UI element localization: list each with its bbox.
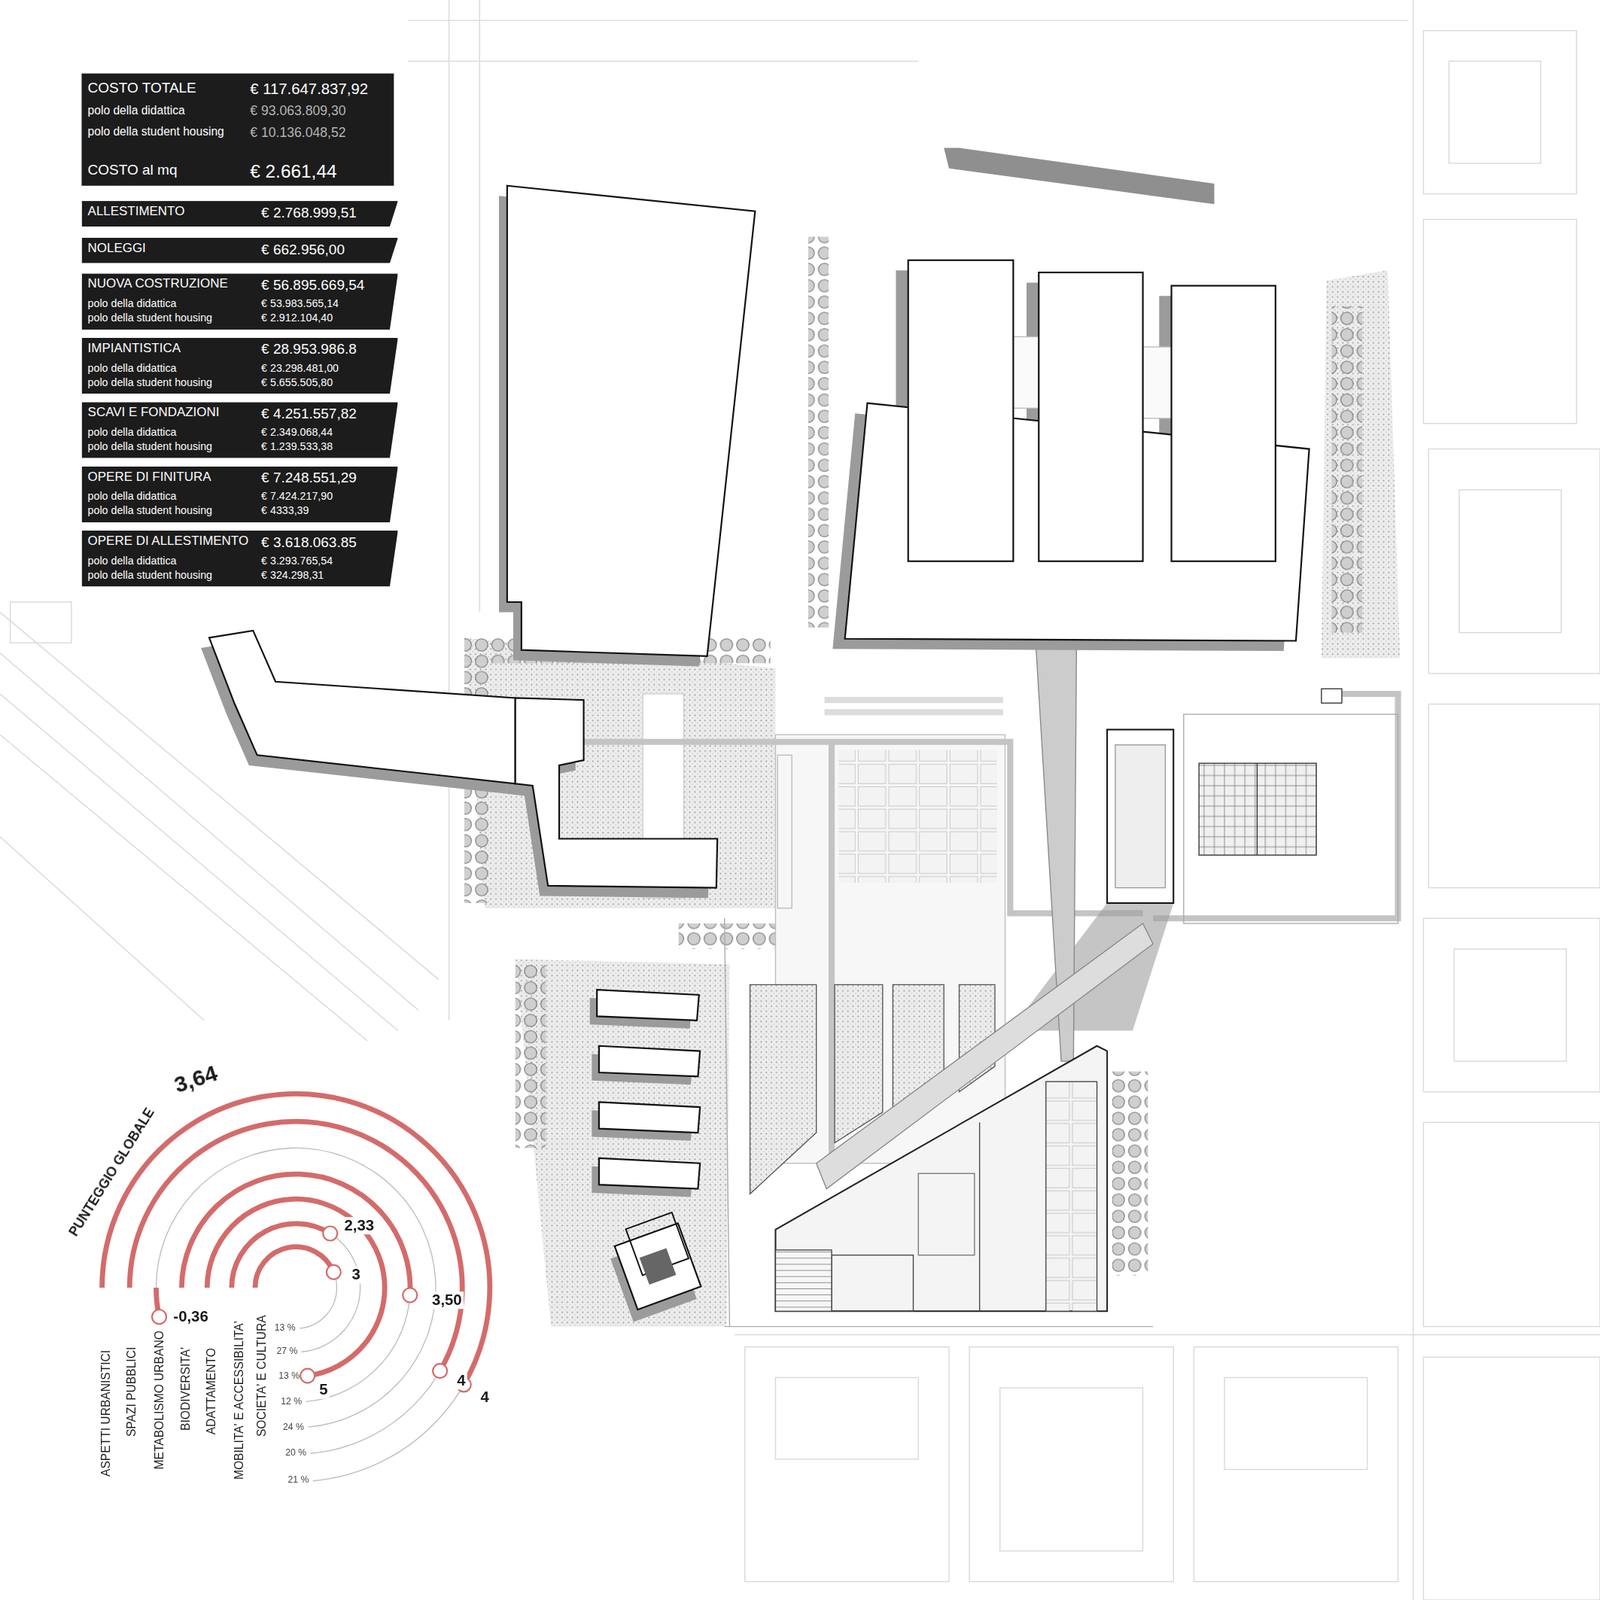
cost-box: NUOVA COSTRUZIONE € 56.895.669,54 polo del… xyxy=(81,273,398,330)
weight-label: 21 % xyxy=(287,1475,309,1486)
weight-label: 12 % xyxy=(280,1396,302,1407)
cost-value: € 28.953.986.8 xyxy=(261,340,357,358)
cost-label: polo della didattica xyxy=(88,361,177,374)
cost-label: IMPIANTISTICA xyxy=(88,340,181,356)
central-plaza xyxy=(584,642,1399,1163)
cost-label: polo della student housing xyxy=(88,568,213,581)
cost-box: COSTO TOTALE € 117.647.837,92 polo della d… xyxy=(81,73,394,186)
cost-label: OPERE DI ALLESTIMENTO xyxy=(88,533,249,548)
weight-label: 27 % xyxy=(276,1347,298,1357)
score-value: 4 xyxy=(478,1388,492,1406)
cost-label: polo della student housing xyxy=(88,375,213,388)
cost-value: € 4.251.557,82 xyxy=(261,404,357,422)
score-value: 2,33 xyxy=(342,1216,377,1234)
category-label: METABOLISMO URBANO xyxy=(152,1330,166,1470)
cost-value: € 2.768.999,51 xyxy=(261,203,357,221)
cost-box: OPERE DI ALLESTIMENTO € 3.618.063.85 polo … xyxy=(81,530,398,588)
cost-label: SCAVI E FONDAZIONI xyxy=(88,404,220,420)
cost-value: € 7.248.551,29 xyxy=(261,469,357,487)
cost-label: NUOVA COSTRUZIONE xyxy=(88,276,229,291)
cost-value: € 2.661,44 xyxy=(249,161,337,183)
weight-label: 20 % xyxy=(285,1448,307,1459)
cost-value: € 10.136.048,52 xyxy=(249,125,346,141)
cost-value: € 4333,39 xyxy=(261,504,309,517)
cost-label: COSTO TOTALE xyxy=(88,79,197,97)
scale-arcs xyxy=(102,1094,490,1482)
score-value: 3,50 xyxy=(429,1291,464,1308)
category-label: MOBILITA' E ACCESSIBILITA' xyxy=(232,1320,246,1480)
cost-value: € 2.912.104,40 xyxy=(261,311,333,324)
cost-label: polo della didattica xyxy=(88,553,177,566)
cost-value: € 53.983.565,14 xyxy=(261,297,339,310)
cost-value: € 56.895.669,54 xyxy=(261,276,365,293)
cost-box: SCAVI E FONDAZIONI € 4.251.557,82 polo del… xyxy=(81,401,398,459)
category-label: ADATTAMENTO xyxy=(205,1347,219,1435)
lower-complex xyxy=(750,923,1154,1312)
chart-label: 3,64 xyxy=(171,1061,221,1099)
cost-value: € 324.298,31 xyxy=(261,568,324,581)
cost-value: € 3.293.765,54 xyxy=(261,553,333,566)
cost-value: € 7.424.217,90 xyxy=(261,489,333,502)
weight-label: 24 % xyxy=(282,1421,305,1432)
cost-label: polo della didattica xyxy=(88,489,177,502)
score-value: -0,36 xyxy=(171,1307,211,1325)
score-value: 4 xyxy=(454,1371,468,1389)
cost-value: € 1.239.533,38 xyxy=(261,439,333,452)
cost-value: € 3.618.063.85 xyxy=(261,533,357,551)
chart-label: PUNTEGGIO GLOBALE xyxy=(66,1105,159,1239)
cost-label: OPERE DI FINITURA xyxy=(88,469,212,484)
score-markers xyxy=(152,1225,472,1392)
cost-label: polo della student housing xyxy=(88,439,213,452)
cost-label: NOLEGGI xyxy=(88,240,147,256)
category-label: SOCIETA' E CULTURA xyxy=(255,1314,268,1437)
cost-label: polo della student housing xyxy=(88,125,225,140)
cost-label: polo della student housing xyxy=(88,311,213,324)
cost-label: polo della didattica xyxy=(88,103,186,118)
cost-value: € 662.956,00 xyxy=(261,240,345,258)
cost-box: NOLEGGI € 662.956,00 xyxy=(81,237,398,264)
category-label: ASPETTI URBANISTICI xyxy=(100,1350,113,1477)
cost-box: ALLESTIMENTO € 2.768.999,51 xyxy=(81,200,398,227)
cost-value: € 93.063.809,30 xyxy=(249,103,346,119)
score-value: 3 xyxy=(349,1265,363,1283)
weight-label: 13 % xyxy=(274,1323,296,1333)
cost-box: IMPIANTISTICA € 28.953.986.8 polo della di… xyxy=(81,337,398,395)
score-value: 5 xyxy=(316,1381,330,1399)
cost-label: polo della student housing xyxy=(88,504,213,517)
category-label: BIODIVERSITA' xyxy=(179,1347,193,1431)
cost-label: polo della didattica xyxy=(88,425,177,438)
cost-label: ALLESTIMENTO xyxy=(88,203,186,219)
cost-value: € 2.349.068,44 xyxy=(261,425,333,438)
cost-label: COSTO al mq xyxy=(88,161,178,178)
weight-label: 13 % xyxy=(278,1371,300,1381)
category-label: SPAZI PUBBLICI xyxy=(125,1347,139,1437)
cost-value: € 5.655.505,80 xyxy=(261,375,333,388)
cost-value: € 23.298.481,00 xyxy=(261,361,339,374)
cost-box: OPERE DI FINITURA € 7.248.551,29 polo dell… xyxy=(81,466,398,524)
cost-label: polo della didattica xyxy=(88,297,177,310)
cost-value: € 117.647.837,92 xyxy=(249,79,369,98)
